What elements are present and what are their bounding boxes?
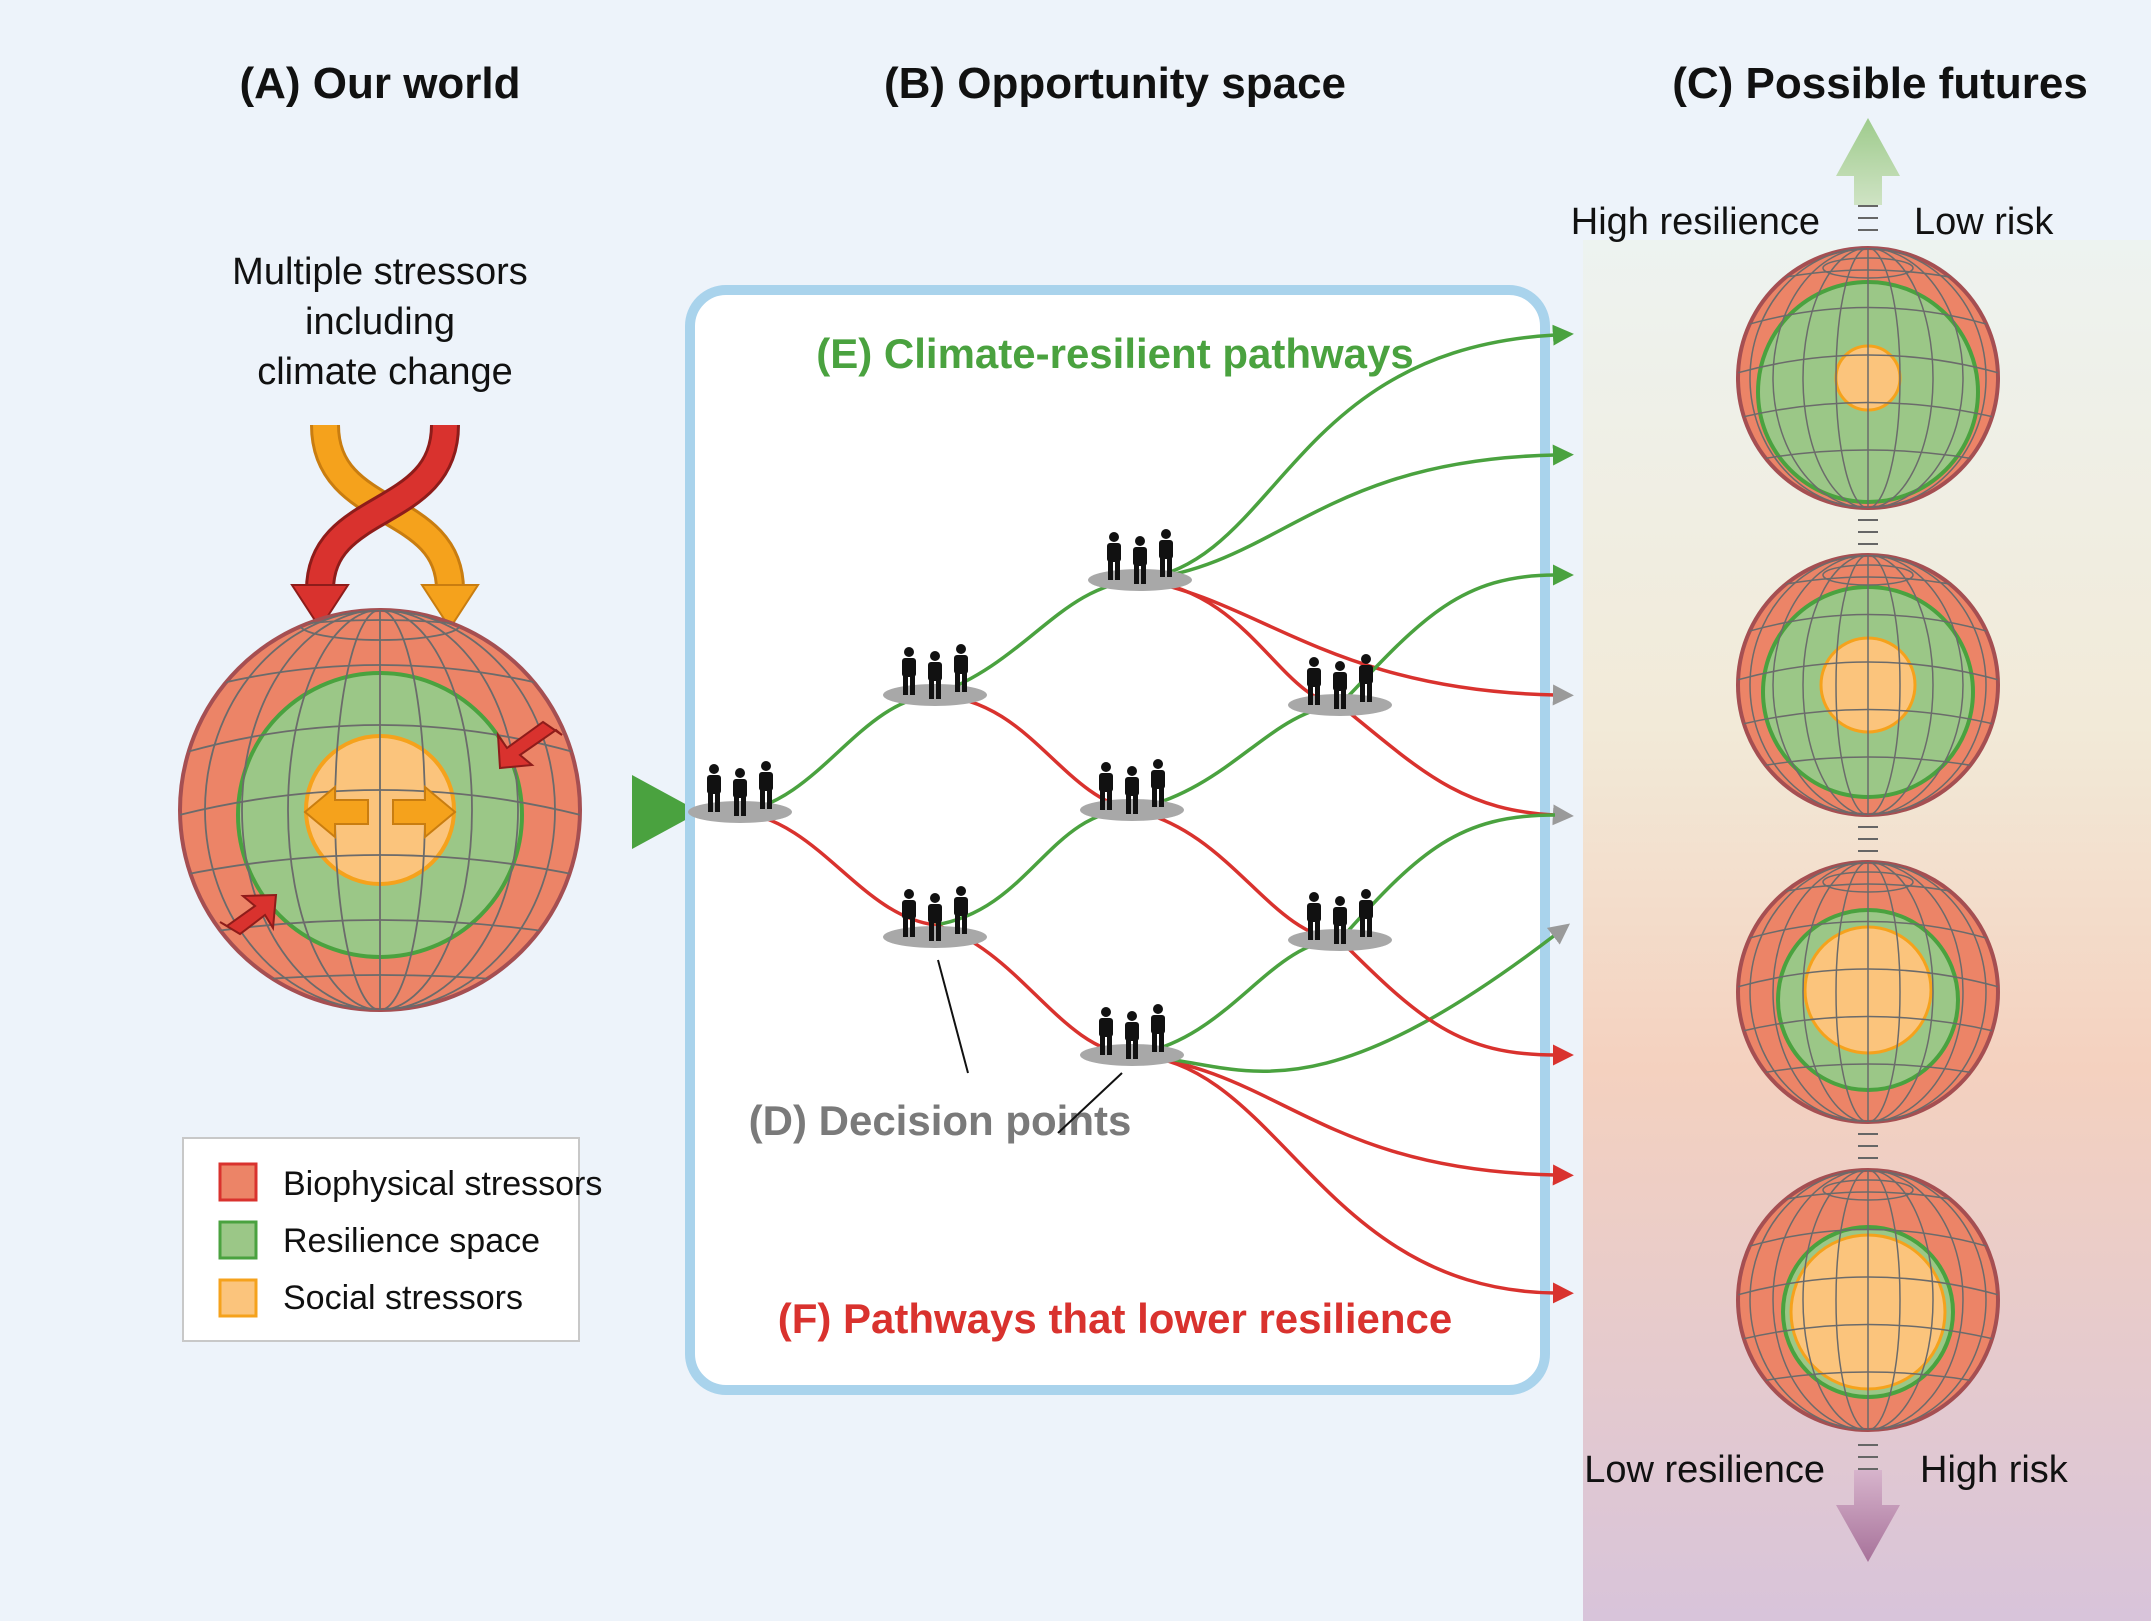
future-globe-3 <box>1736 860 2000 1124</box>
futures-axis: High resilience Low risk Low resilience … <box>1571 118 2069 1562</box>
red-inward-arrow-lower <box>219 893 278 936</box>
left-arrow-icon <box>303 784 369 840</box>
opportunity-frame <box>685 285 1550 1395</box>
legend-label-social: Social stressors <box>283 1279 523 1317</box>
lower-resilience-label: (F) Pathways that lower resilience <box>778 1295 1453 1342</box>
high-risk-label: High risk <box>1920 1449 2069 1491</box>
panel-c-title: (C) Possible futures <box>1672 59 2088 108</box>
decision-leader-line-1 <box>937 959 969 1074</box>
red-inward-arrow-upper <box>496 720 563 770</box>
red-arrow-shaft-inner <box>308 424 457 591</box>
globe-our-world <box>178 608 582 1012</box>
panel-b-title: (B) Opportunity space <box>884 59 1346 108</box>
panel-a-title: (A) Our world <box>239 59 520 108</box>
low-resilience-label: Low resilience <box>1584 1449 1825 1491</box>
stressors-label: Multiple stressors including climate cha… <box>232 251 528 393</box>
stressors-line-2: including <box>305 301 455 343</box>
legend-swatch-social <box>218 1278 258 1318</box>
up-arrow-icon <box>1836 118 1900 205</box>
future-globe-4 <box>1736 1168 2000 1432</box>
right-arrow-icon <box>392 784 457 840</box>
legend-swatch-resilience <box>218 1220 258 1260</box>
high-resilience-label: High resilience <box>1571 201 1820 243</box>
legend-label-biophysical: Biophysical stressors <box>283 1165 602 1203</box>
low-risk-label: Low risk <box>1914 201 2054 243</box>
down-arrow-icon <box>1836 1470 1900 1562</box>
crossing-stressor-arrows <box>290 424 480 630</box>
decision-leader-line-2 <box>1057 1072 1123 1134</box>
orange-arrow-head <box>420 584 480 630</box>
red-arrow-head <box>290 584 350 630</box>
stressors-line-3: climate change <box>257 351 513 393</box>
legend-swatch-biophysical <box>218 1162 258 1202</box>
future-globe-1 <box>1736 246 2000 510</box>
legend: Biophysical stressors Resilience space S… <box>182 1137 602 1342</box>
decision-points-label: (D) Decision points <box>749 1097 1132 1144</box>
resilient-pathways-label: (E) Climate-resilient pathways <box>816 330 1414 377</box>
legend-label-resilience: Resilience space <box>283 1222 540 1260</box>
entry-arrow-icon <box>632 775 700 849</box>
stressors-line-1: Multiple stressors <box>232 251 528 293</box>
